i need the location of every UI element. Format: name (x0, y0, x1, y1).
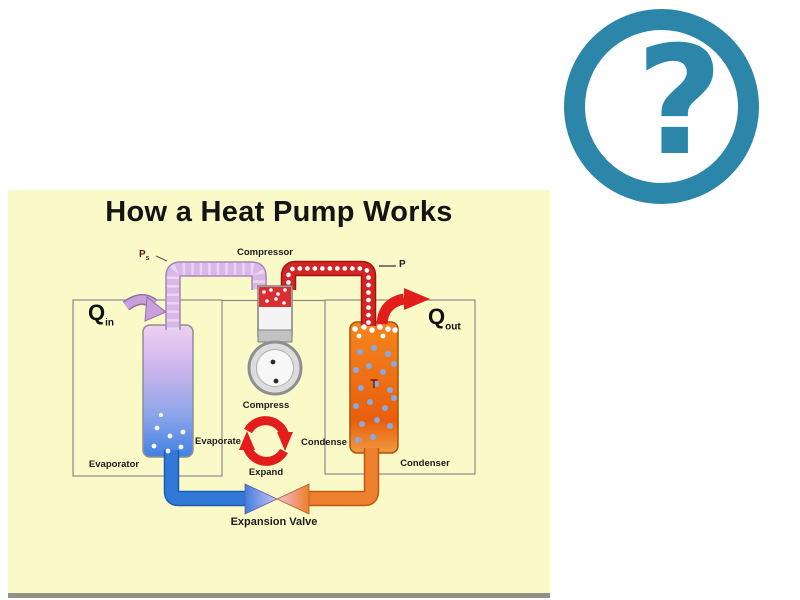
condense-label: Condense (301, 437, 347, 448)
p-discharge-label: P (399, 259, 406, 270)
heat-out-arrow-icon (376, 288, 430, 325)
heat-pump-schematic (72, 255, 476, 515)
evaporator-label: Evaporator (88, 459, 140, 470)
help-icon[interactable]: ? (564, 9, 759, 204)
discharge-pipe (280, 260, 377, 329)
compressor-piston (257, 329, 293, 343)
compress-label: Compress (242, 400, 290, 411)
q-out-label: Qout (428, 304, 461, 333)
cold-liquid-pipe (163, 450, 250, 507)
condenser-t-mark (370, 379, 378, 388)
evaporate-label: Evaporate (195, 436, 241, 447)
refrigerant-droplets (353, 345, 397, 443)
question-mark-glyph: ? (635, 14, 723, 189)
compressor-unit (247, 285, 303, 396)
compressor-label: Compressor (237, 247, 293, 258)
compressor-vapor-dots (262, 288, 287, 305)
heat-pump-diagram: How a Heat Pump Works Compressor Compres… (8, 190, 550, 593)
p-suction-label: Ps (139, 249, 150, 263)
expansion-valve-label: Expansion Valve (230, 516, 318, 528)
diagram-title: How a Heat Pump Works (105, 196, 453, 228)
condenser-label: Condenser (400, 458, 450, 469)
q-in-label: Qin (88, 300, 115, 329)
expansion-valve-icon (244, 483, 310, 515)
heat-in-arrow-icon (122, 294, 167, 322)
cycle-arrows-icon (239, 416, 293, 466)
evaporator-bubbles (151, 413, 186, 454)
suction-pipe (165, 261, 267, 330)
expand-label: Expand (248, 467, 284, 478)
hot-liquid-pipe (308, 448, 380, 507)
condenser-vapor-dots (352, 324, 398, 339)
p-suction-pointer-line (155, 255, 168, 262)
